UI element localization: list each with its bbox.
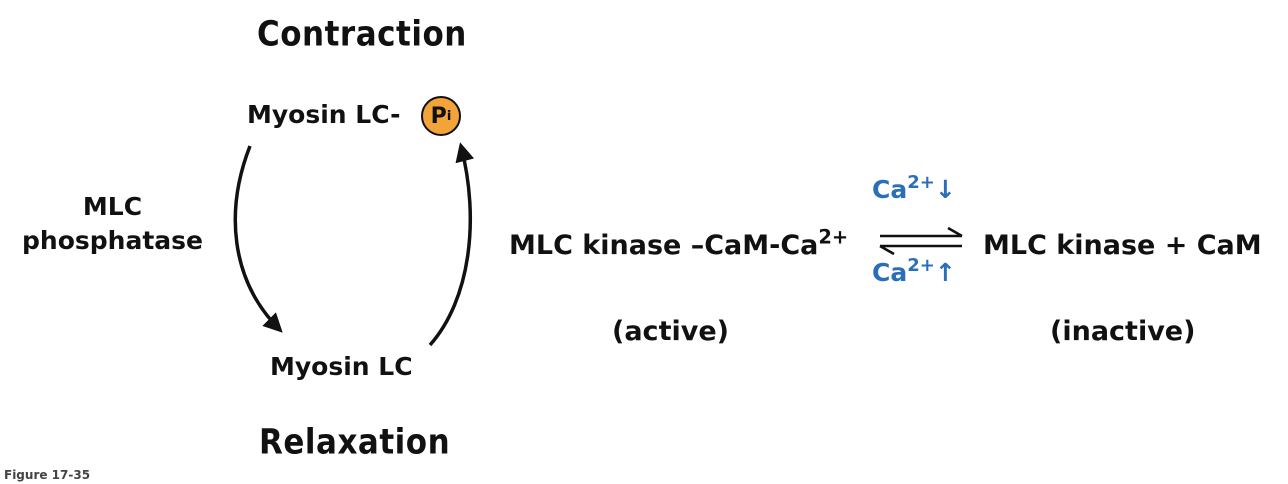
down-arrow-icon: ↓ (934, 175, 956, 204)
calcium-increase-label: Ca2+↑ (872, 255, 956, 287)
forward-harpoon (880, 226, 963, 238)
calcium-increase-ion: Ca (872, 258, 908, 287)
myosin-lc-phosphorylated-text: Myosin LC- (247, 100, 401, 129)
inactive-state-label: (inactive) (1050, 316, 1196, 347)
enzyme-line-2: phosphatase (22, 226, 203, 255)
complex-text: MLC kinase –CaM-Ca (509, 230, 819, 261)
up-arrow-icon: ↑ (934, 258, 956, 287)
mlc-kinase-cam-ca-complex: MLC kinase –CaM-Ca2+ (509, 227, 848, 261)
calcium-decrease-charge: 2+ (907, 172, 935, 194)
relaxation-title: Relaxation (259, 422, 451, 463)
mlc-kinase-plus-cam: MLC kinase + CaM (983, 230, 1262, 261)
calcium-decrease-ion: Ca (872, 175, 908, 204)
calcium-increase-charge: 2+ (907, 255, 935, 277)
complex-charge: 2+ (818, 225, 849, 249)
dephosphorylation-arrow (233, 145, 283, 333)
active-state-label: (active) (612, 316, 729, 347)
myosin-lc-phosphorylated-label: Myosin LC- (247, 100, 401, 129)
mlc-phosphatase-label: MLC phosphatase (22, 190, 203, 258)
phosphorylation-arrow (428, 142, 475, 347)
reverse-harpoon (879, 244, 962, 256)
figure-caption: Figure 17-35 (4, 468, 91, 482)
equilibrium-arrows (879, 226, 963, 256)
phosphate-symbol: P (430, 103, 447, 129)
contraction-title: Contraction (257, 14, 467, 55)
enzyme-line-1: MLC (82, 192, 143, 221)
myosin-lc-label: Myosin LC (270, 352, 413, 381)
calcium-decrease-label: Ca2+↓ (872, 172, 956, 204)
